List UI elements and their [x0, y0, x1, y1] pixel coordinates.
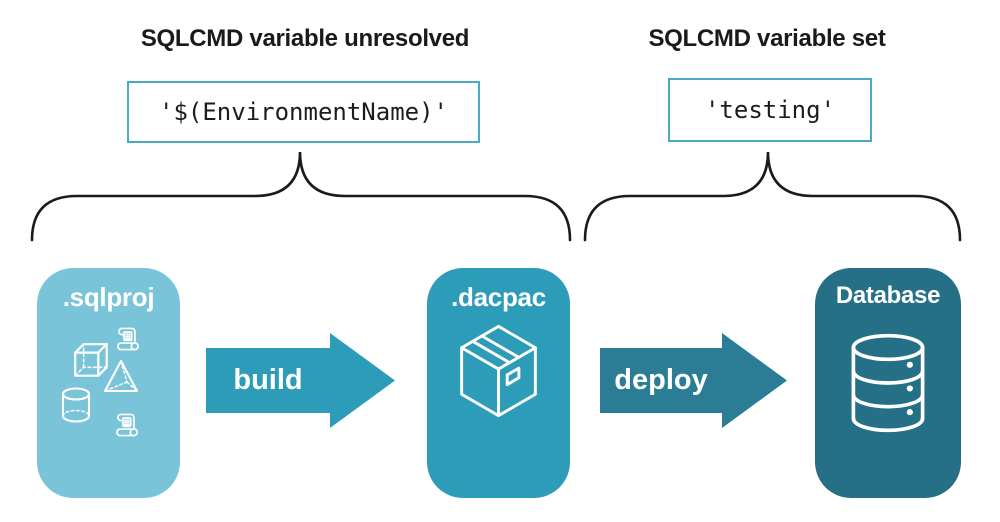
node-database-label: Database: [835, 282, 941, 309]
node-dacpac-label: .dacpac: [451, 282, 546, 312]
scroll-icon: [117, 327, 139, 351]
package-icon: [460, 324, 537, 418]
scroll-icon: [116, 413, 138, 437]
deploy-arrow: [600, 333, 787, 428]
cube-icon: [74, 343, 108, 377]
pyramid-icon: [103, 359, 139, 393]
node-sqlproj: .sqlproj: [37, 268, 180, 498]
node-sqlproj-label: .sqlproj: [62, 282, 155, 312]
build-arrow-label: build: [233, 364, 303, 396]
code-box-testing-value: 'testing': [668, 78, 872, 142]
brace-left-icon: [30, 151, 572, 242]
node-database: Database: [815, 268, 961, 498]
database-icon: [851, 333, 925, 433]
build-arrow: [206, 333, 395, 428]
heading-sqlcmd-unresolved: SQLCMD variable unresolved: [140, 25, 470, 52]
code-box-environment-variable: '$(EnvironmentName)': [127, 81, 480, 143]
deploy-arrow-label: deploy: [614, 364, 708, 396]
brace-right-icon: [583, 151, 962, 242]
heading-sqlcmd-set: SQLCMD variable set: [648, 25, 886, 52]
node-dacpac: .dacpac: [427, 268, 570, 498]
code-testing-value: 'testing': [704, 96, 836, 124]
code-environment-variable: '$(EnvironmentName)': [159, 98, 448, 126]
cylinder-icon: [61, 387, 91, 423]
